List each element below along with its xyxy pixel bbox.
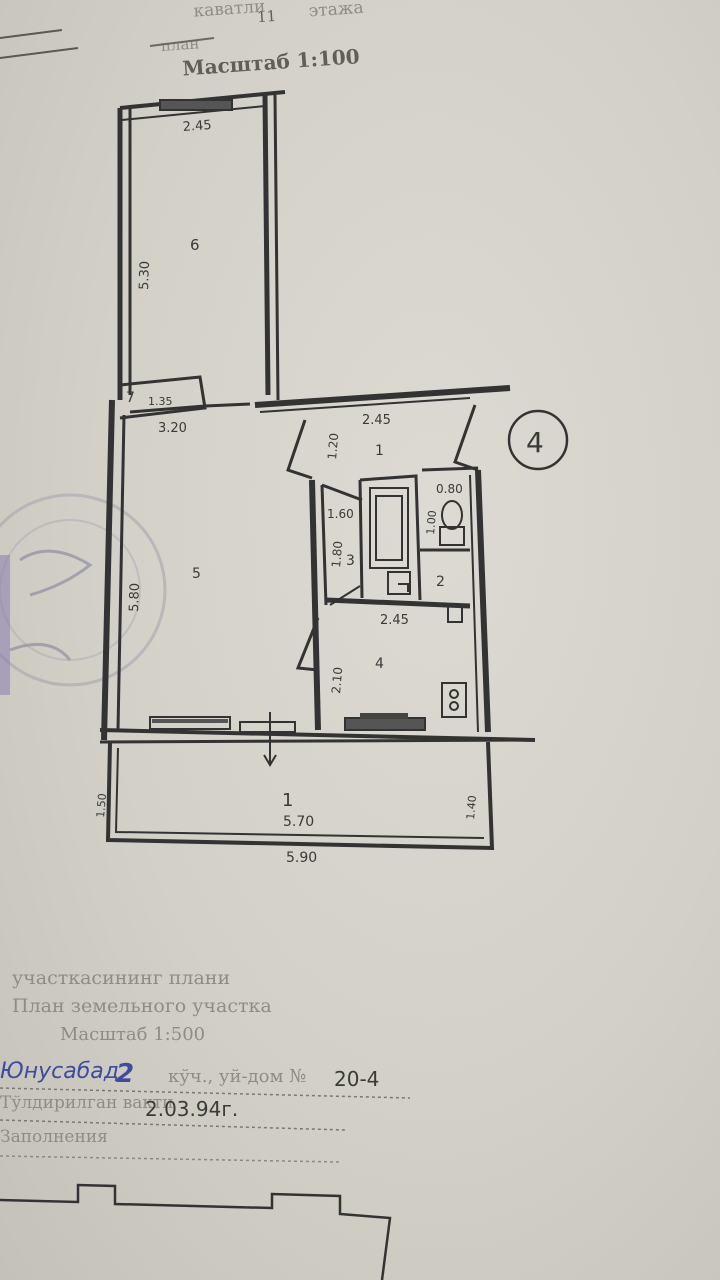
bathtub-inner <box>375 495 403 561</box>
header-plan-word: план <box>160 34 200 55</box>
stamp <box>0 493 167 687</box>
header-floor-word: этажа <box>308 0 364 22</box>
room-number-5: 5 <box>192 566 201 582</box>
dim-balcony-outer: 5.90 <box>286 850 317 866</box>
header-rule <box>0 29 63 39</box>
walls <box>99 90 536 851</box>
room-number-1: 1 <box>375 443 384 459</box>
dimensions: 2.45 5.30 1.35 3.20 5.80 2.45 1.20 0.80 … <box>94 118 479 866</box>
dim-room2-length: 1.00 <box>424 510 439 536</box>
room-number-3: 3 <box>346 553 355 569</box>
footer-line3: Масштаб 1:500 <box>60 1024 205 1045</box>
stove-icon <box>441 682 467 718</box>
dim-room5-length: 5.80 <box>127 583 143 612</box>
room-labels: 1 2 3 4 5 6 7 1 <box>126 236 445 811</box>
toilet-icon <box>441 500 463 530</box>
dim-balcony-left: 1.50 <box>94 793 109 819</box>
dim-room1-width: 2.45 <box>362 413 391 428</box>
room-number-4: 4 <box>375 656 384 672</box>
dim-balcony-right: 1.40 <box>464 795 479 821</box>
footer-date: 2.03.94г. <box>145 1097 238 1121</box>
site-plan-outline <box>0 1183 392 1280</box>
dim-room4-length: 2.10 <box>329 666 345 694</box>
dim-room1-length: 1.20 <box>325 432 341 460</box>
dim-room3-length: 1.80 <box>329 540 345 568</box>
footer-house: 20-4 <box>334 1067 379 1091</box>
footer-date-label: Тўлдирилган вақти <box>0 1093 173 1113</box>
footer-line1: участкасининг плани <box>12 967 230 989</box>
sink-icon <box>387 571 411 595</box>
dim-room6-width: 2.45 <box>182 118 212 135</box>
footer-district: 2 <box>116 1059 134 1089</box>
dim-balcony-width: 5.70 <box>283 814 314 830</box>
dim-room3-width: 1.60 <box>327 507 354 521</box>
header-title: каватли <box>193 0 266 22</box>
burner-icon <box>449 701 459 711</box>
bathtub-icon <box>369 487 409 569</box>
burner-icon <box>449 689 459 699</box>
apartment-number: 4 <box>526 426 544 459</box>
room-number-7: 7 <box>126 390 135 406</box>
room-number-6: 6 <box>190 236 200 254</box>
footer-street: Юнусабад <box>0 1059 119 1084</box>
apartment-marker: 4 <box>507 409 569 471</box>
dim-room4-width: 2.45 <box>380 613 409 628</box>
balcony-number: 1 <box>282 790 293 811</box>
footer-signature-label: Заполнения <box>0 1127 108 1147</box>
footer-line2: План земельного участка <box>12 995 272 1017</box>
footer: участкасининг плани План земельного учас… <box>0 967 411 1280</box>
tap-icon <box>398 583 409 592</box>
toilet-tank-icon <box>439 526 465 546</box>
room-number-2: 2 <box>436 574 445 590</box>
header-rule <box>0 47 79 59</box>
dim-room6-length: 5.30 <box>137 261 153 290</box>
header-scale: Масштаб 1:100 <box>182 44 361 80</box>
dim-room7-width: 1.35 <box>148 395 173 408</box>
dim-room2-width: 0.80 <box>436 482 463 496</box>
fixtures <box>369 487 467 718</box>
dim-room5-width: 3.20 <box>158 421 187 436</box>
kitchen-sink-icon <box>447 605 463 623</box>
header-rule <box>149 37 215 47</box>
header-floor-number: 11 <box>256 7 276 26</box>
ink-mark <box>0 555 10 695</box>
footer-street-type: кўч., уй-дом № <box>168 1066 306 1087</box>
